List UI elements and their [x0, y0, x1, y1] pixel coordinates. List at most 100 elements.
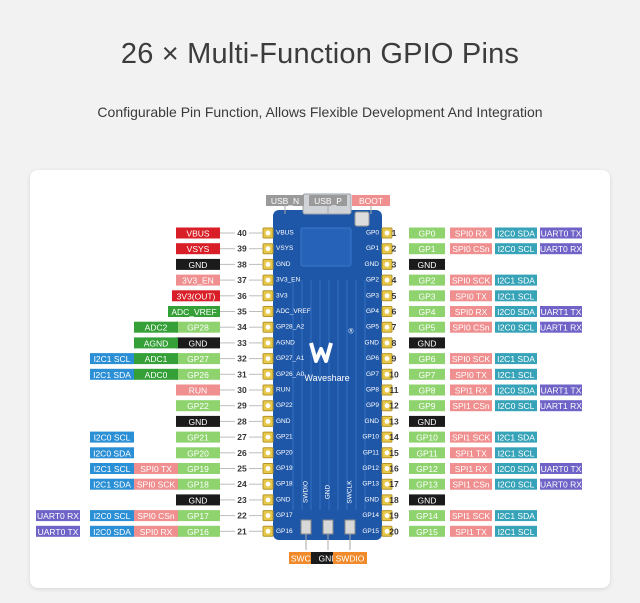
pin-hole	[384, 434, 390, 440]
pin-hole	[265, 293, 271, 299]
pin-tag-spi1-sck-text: SPI1 SCK	[452, 433, 491, 443]
pin-tag-i2c0-sda: I2C0 SDA	[90, 525, 134, 537]
top-label-usb-p: USB_P	[309, 195, 347, 206]
pin-silk: RUN	[276, 387, 290, 394]
boot-button	[354, 211, 370, 227]
pin-number: 13	[389, 416, 399, 426]
pin-tag-vbus: VBUS	[176, 227, 220, 239]
pin-tag-spi0-csn-text: SPI0 CSn	[452, 323, 490, 333]
pin-number: 31	[237, 369, 247, 379]
pin-tag-i2c0-sda-bg	[90, 447, 134, 459]
pin-hole	[265, 481, 271, 487]
pin-tag-gp13-text: GP13	[416, 480, 438, 490]
pin-tag-gp11-text: GP11	[416, 448, 437, 458]
pin-tag-gp1-text: GP1	[418, 244, 435, 254]
pin-tag-i2c1-sda-bg	[495, 274, 537, 286]
debug-pad	[322, 519, 334, 535]
pin-tag-spi1-csn: SPI1 CSn	[450, 400, 492, 412]
pin-number: 9	[392, 354, 397, 364]
pin-number: 3	[392, 259, 397, 269]
pin-tag-gnd-text: GND	[189, 417, 208, 427]
pin-tag-i2c1-sda-bg	[495, 510, 537, 522]
pin-tag-i2c0-scl-text: I2C0 SCL	[94, 511, 131, 521]
pin-tag-i2c0-scl-text: I2C0 SCL	[498, 323, 535, 333]
pin-tag-uart1-tx-bg	[540, 384, 582, 396]
pin-tag-gp8: GP8	[409, 384, 445, 396]
registered-mark: ®	[348, 328, 354, 336]
bottom-silk-gnd: GND	[325, 484, 332, 499]
pin-tag-gp28-bg	[176, 321, 220, 333]
pin-tag-gp28: GP28	[176, 321, 220, 333]
pin-tag-vsys-bg	[176, 243, 220, 255]
pin-tag-uart0-rx-text: UART0 RX	[540, 244, 582, 254]
top-label-usb-p-text: USB_P	[314, 196, 342, 206]
pin-tag-gp11-bg	[409, 447, 445, 459]
pin-tag-i2c0-sda-bg	[495, 384, 537, 396]
pin-number: 1	[392, 228, 397, 238]
pin-tag-spi0-rx: SPI0 RX	[450, 227, 492, 239]
pin-tag-i2c0-sda-text: I2C0 SDA	[497, 464, 535, 474]
pin-silk: VSYS	[276, 245, 294, 252]
pin-tag-uart0-tx-text: UART0 TX	[541, 229, 582, 239]
pin-tag-i2c1-scl-text: I2C1 SCL	[498, 291, 535, 301]
pin-hole	[384, 387, 390, 393]
pin-tag-uart0-rx-bg	[540, 478, 582, 490]
pin-tag-spi0-sck-text: SPI0 SCK	[137, 480, 176, 490]
pin-tag-gp2-text: GP2	[418, 276, 435, 286]
pin-tag-adc1: ADC1	[134, 353, 178, 365]
pin-hole	[384, 528, 390, 534]
pin-tag-spi0-tx-bg	[134, 463, 178, 474]
pin-tag-uart1-tx-text: UART1 TX	[541, 307, 582, 317]
pin-tag-i2c1-scl: I2C1 SCL	[495, 290, 537, 302]
pin-tag-3v3-out--bg	[172, 290, 220, 302]
pin-tag-uart0-rx: UART0 RX	[36, 510, 80, 522]
pin-number: 6	[392, 307, 397, 317]
pin-tag-i2c1-scl-bg	[90, 353, 134, 365]
pin-silk: GND	[276, 261, 291, 268]
pin-tag-i2c0-scl: I2C0 SCL	[495, 243, 537, 255]
pin-tag-gp13-bg	[409, 478, 445, 490]
pin-tag-gp1-bg	[409, 243, 445, 255]
pin-silk: GND	[365, 418, 380, 425]
pin-tag-gp18-bg	[176, 478, 220, 490]
pin-tag-spi0-sck-bg	[450, 353, 492, 365]
pin-tag-uart0-tx: UART0 TX	[540, 463, 582, 474]
pin-tag-gnd-bg	[409, 337, 445, 349]
pin-tag-agnd-bg	[134, 337, 178, 349]
pin-tag-uart0-tx-text: UART0 TX	[38, 527, 79, 537]
pin-tag-i2c0-scl: I2C0 SCL	[90, 431, 134, 443]
pin-tag-gp27: GP27	[176, 353, 220, 365]
pin-tag-spi0-sck: SPI0 SCK	[450, 274, 492, 286]
pin-tag-spi0-csn: SPI0 CSn	[450, 321, 492, 333]
pin-tag-i2c1-scl-text: I2C1 SCL	[498, 527, 535, 537]
pin-tag-i2c1-sda-bg	[495, 353, 537, 365]
pin-tag-i2c0-scl-bg	[495, 400, 537, 412]
pin-tag-spi1-csn: SPI1 CSn	[450, 478, 492, 490]
pin-tag-uart0-tx: UART0 TX	[36, 525, 80, 537]
waveshare-logo-mark	[309, 342, 333, 363]
pin-hole	[265, 528, 271, 534]
pin-tag-gp0-text: GP0	[418, 229, 435, 239]
pin-tag-spi0-sck: SPI0 SCK	[134, 478, 178, 490]
pin-tag-i2c0-sda-text: I2C0 SDA	[93, 448, 131, 458]
pin-tag-spi0-rx: SPI0 RX	[450, 306, 492, 317]
pin-tag-gp5: GP5	[409, 321, 445, 333]
pin-hole	[384, 371, 390, 377]
pin-tag-uart1-rx: UART1 RX	[540, 400, 582, 412]
pin-tag-gp17-text: GP17	[187, 511, 209, 521]
pin-tag-spi0-csn-text: SPI0 CSn	[452, 244, 490, 254]
pin-tag-i2c1-scl: I2C1 SCL	[495, 525, 537, 537]
pin-silk: GP9	[366, 402, 379, 409]
pin-tag-gp14-text: GP14	[416, 511, 438, 521]
pin-tag-i2c0-scl-bg	[495, 243, 537, 255]
pin-hole	[384, 356, 390, 361]
pin-tag-3v3-en-bg	[176, 274, 220, 286]
pin-hole	[265, 262, 271, 267]
pin-tag-spi0-rx-bg	[450, 227, 492, 239]
pin-tag-spi0-tx: SPI0 TX	[450, 290, 492, 302]
pin-tag-spi1-csn-text: SPI1 CSn	[452, 401, 490, 411]
pin-silk: GND	[276, 418, 291, 425]
pin-tag-uart1-tx-text: UART1 TX	[541, 386, 582, 396]
pin-number: 38	[237, 259, 247, 269]
